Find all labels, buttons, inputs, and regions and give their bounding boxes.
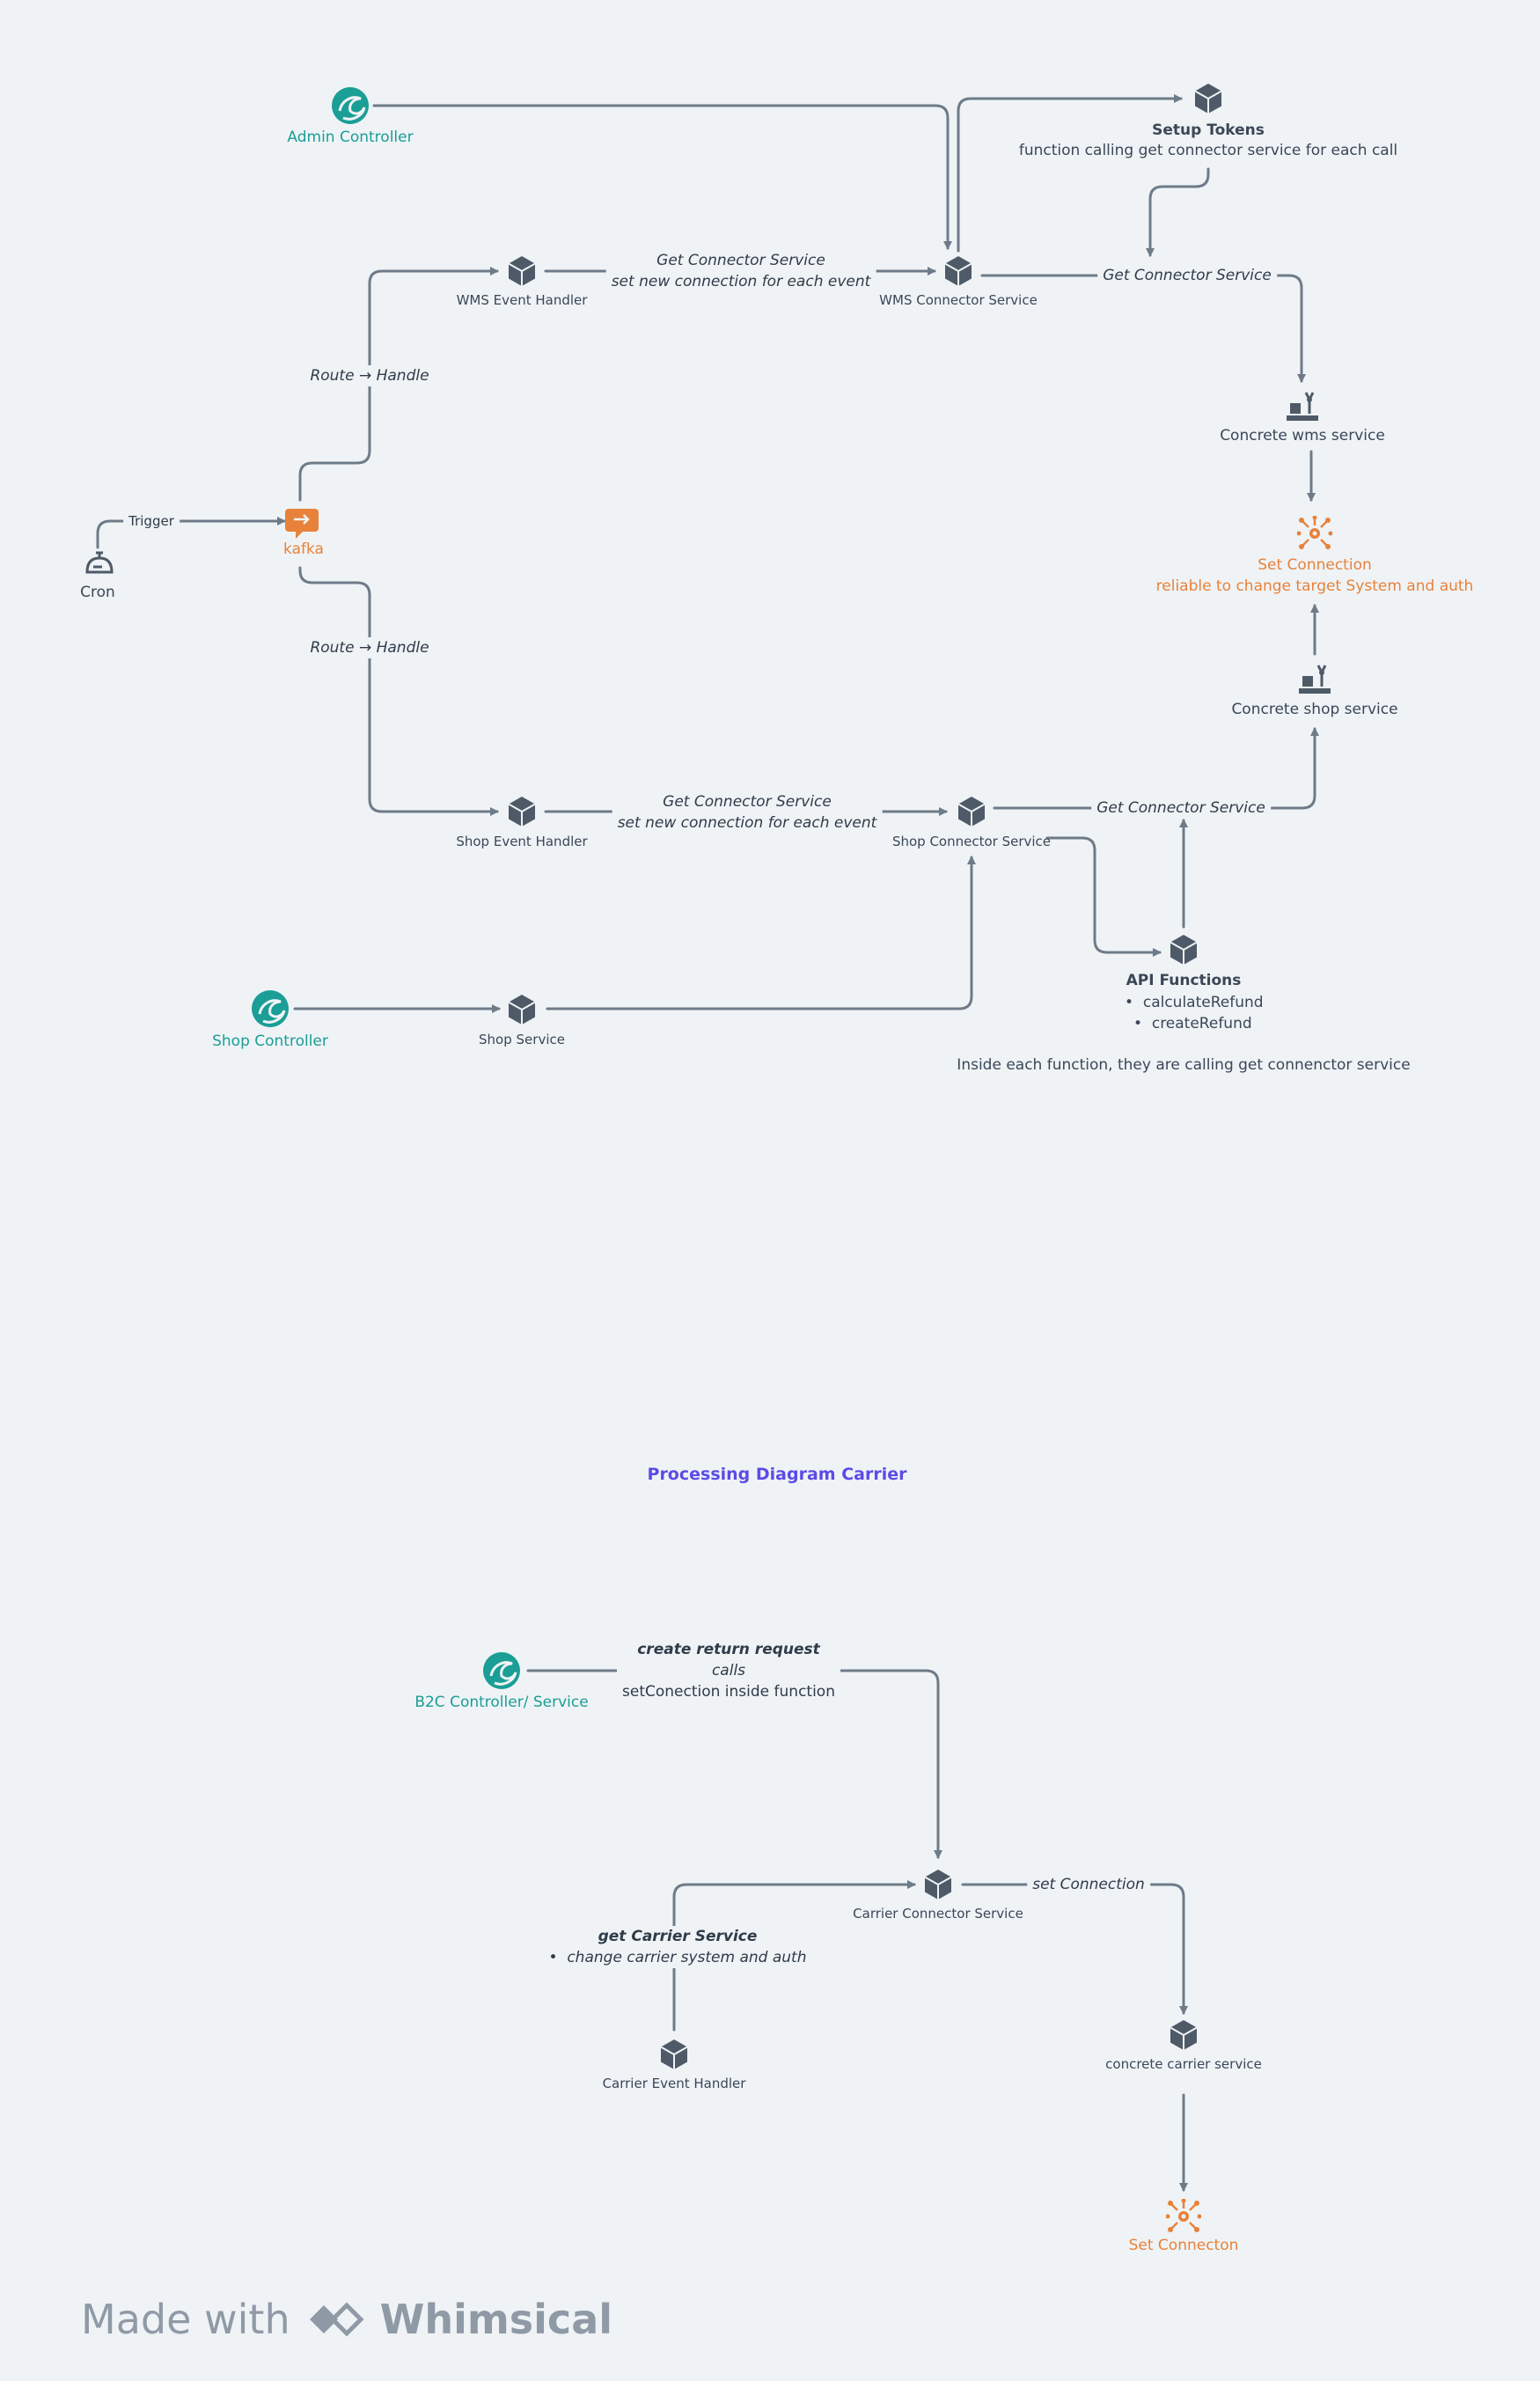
edge-shop-service-to-connector (546, 856, 976, 1010)
edge-label-route-handle-bottom: Route → Handle (304, 637, 435, 658)
concrete-shop-service-label[interactable]: Concrete shop service (1231, 701, 1398, 718)
shop-service-label[interactable]: Shop Service (479, 1032, 565, 1047)
carrier-event-handler-cube-icon (660, 2039, 688, 2070)
edge-kafka-to-wms-handler (298, 267, 499, 502)
edge-label-shop-get-connector-line2: set new connection for each event (617, 814, 877, 832)
edge-label-b2c-line3: setConection inside function (622, 1683, 835, 1701)
wms-connector-service-cube-icon (944, 255, 972, 287)
edge-label-get-carrier-item: • change carrier system and auth (548, 1949, 807, 1966)
set-connection-hub-icon (1297, 516, 1332, 551)
edge-label-b2c-line1: create return request (637, 1641, 820, 1658)
edge-admin-to-wms-connector (372, 104, 952, 250)
wms-connector-service-label[interactable]: WMS Connector Service (879, 292, 1038, 308)
edge-label-wms-to-concrete: Get Connector Service (1097, 265, 1277, 286)
setup-tokens-desc: function calling get connector service f… (1018, 142, 1398, 159)
api-function-item: • createRefund (1133, 1015, 1252, 1033)
api-functions-cube-icon (1170, 934, 1198, 966)
carrier-connector-service-label[interactable]: Carrier Connector Service (853, 1906, 1023, 1922)
edge-wms-connector-to-setup-tokens (957, 94, 1183, 253)
kafka-icon (285, 509, 319, 539)
edge-kafka-to-shop-handler (298, 566, 499, 816)
cron-icon (85, 551, 114, 574)
b2c-controller-icon (482, 1651, 521, 1690)
set-connecton-hub-icon (1166, 2199, 1201, 2234)
edge-label-shop-to-concrete: Get Connector Service (1091, 797, 1271, 819)
wms-event-handler-cube-icon (508, 255, 536, 287)
edge-label-b2c: create return request calls setConection… (617, 1639, 840, 1702)
setup-tokens-title[interactable]: Setup Tokens (1152, 121, 1265, 139)
section-title: Processing Diagram Carrier (647, 1465, 907, 1484)
concrete-wms-service-label[interactable]: Concrete wms service (1220, 427, 1385, 445)
set-connection-desc: reliable to change target System and aut… (1155, 577, 1474, 595)
edge-label-get-carrier: get Carrier Service • change carrier sys… (543, 1926, 812, 1968)
concrete-carrier-service-label[interactable]: concrete carrier service (1105, 2056, 1262, 2072)
edge-carrier-handler-to-connector (672, 1880, 916, 2032)
shop-event-handler-label[interactable]: Shop Event Handler (456, 834, 588, 849)
concrete-wms-service-icon (1285, 391, 1320, 423)
edge-label-route-handle-top: Route → Handle (304, 365, 435, 386)
edge-label-shop-get-connector: Get Connector Service set new connection… (612, 791, 883, 834)
carrier-connector-service-cube-icon (924, 1869, 952, 1900)
edge-label-wms-get-connector-line2: set new connection for each event (611, 273, 871, 290)
whimsical-logo-icon (309, 2302, 364, 2337)
edge-label-trigger: Trigger (123, 511, 180, 532)
footer-brand: Whimsical (379, 2296, 613, 2343)
concrete-carrier-service-cube-icon (1170, 2019, 1198, 2051)
cron-label[interactable]: Cron (80, 584, 115, 601)
shop-event-handler-cube-icon (508, 796, 536, 827)
set-connecton-label[interactable]: Set Connecton (1128, 2237, 1239, 2254)
edge-carrier-connector-to-concrete (961, 1883, 1188, 2015)
set-connection-title[interactable]: Set Connection (1258, 556, 1372, 574)
node-icons (85, 83, 1332, 2234)
wms-event-handler-label[interactable]: WMS Event Handler (456, 292, 588, 308)
edge-label-wms-get-connector: Get Connector Service set new connection… (605, 250, 876, 292)
footer-watermark[interactable]: Made with Whimsical (81, 2296, 612, 2343)
setup-tokens-cube-icon (1194, 83, 1222, 114)
api-functions-list: • calculateRefund • createRefund (1125, 992, 1264, 1034)
kafka-label[interactable]: kafka (283, 540, 324, 558)
edge-shop-connector-to-concrete (993, 727, 1319, 810)
shop-service-cube-icon (508, 994, 536, 1025)
concrete-shop-service-icon (1297, 664, 1332, 695)
api-function-item: • calculateRefund (1125, 994, 1264, 1011)
edge-cron-to-kafka (96, 517, 286, 549)
api-functions-title[interactable]: API Functions (1126, 972, 1242, 989)
edge-wms-connector-to-concrete (980, 274, 1306, 383)
edge-shop-connector-to-api (1045, 836, 1162, 957)
edge-b2c-to-carrier-connector (526, 1669, 942, 1859)
shop-connector-service-cube-icon (957, 796, 986, 827)
carrier-event-handler-label[interactable]: Carrier Event Handler (602, 2076, 746, 2091)
edge-label-shop-get-connector-line1: Get Connector Service (663, 793, 832, 811)
edge-label-b2c-line2: calls (711, 1662, 746, 1679)
api-functions-note: Inside each function, they are calling g… (957, 1056, 1411, 1074)
edge-setup-tokens-down (1146, 167, 1210, 257)
b2c-controller-label[interactable]: B2C Controller/ Service (414, 1694, 589, 1711)
edge-label-set-connection: set Connection (1027, 1874, 1150, 1895)
shop-controller-label[interactable]: Shop Controller (212, 1033, 328, 1050)
admin-controller-label[interactable]: Admin Controller (287, 129, 414, 146)
shop-controller-icon (251, 989, 290, 1028)
footer-made-with: Made with (81, 2296, 290, 2343)
shop-connector-service-label[interactable]: Shop Connector Service (891, 834, 1052, 849)
edge-label-wms-get-connector-line1: Get Connector Service (656, 252, 825, 269)
admin-controller-icon (331, 86, 370, 125)
edge-label-get-carrier-title: get Carrier Service (598, 1928, 758, 1945)
